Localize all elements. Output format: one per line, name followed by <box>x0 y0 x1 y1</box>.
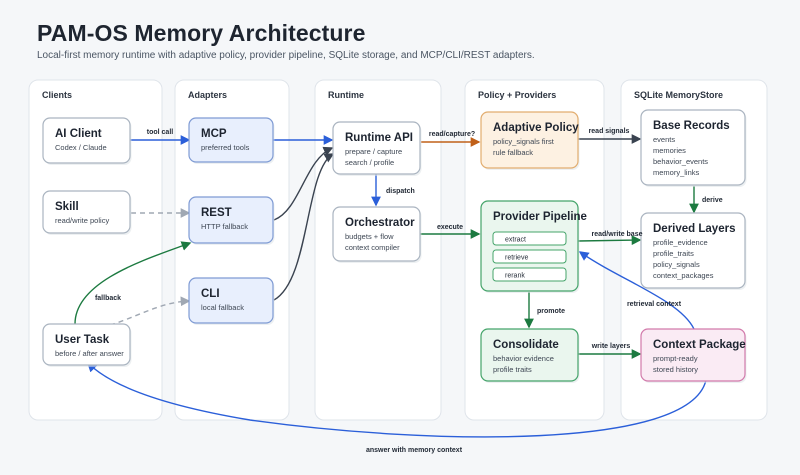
page-title: PAM-OS Memory Architecture <box>37 20 366 46</box>
lane-adapters <box>174 79 290 421</box>
lane-title-adapters: Adapters <box>188 90 227 100</box>
node-line: local fallback <box>201 303 244 312</box>
node-line: Codex / Claude <box>55 143 107 152</box>
edge-user-task-to-cli <box>109 296 191 326</box>
edge-label-dispatch: dispatch <box>386 188 415 195</box>
node-line: profile traits <box>493 365 532 374</box>
node-user-task: User Task before / after answer <box>42 323 132 367</box>
node-title: MCP <box>201 128 227 140</box>
node-derived-layers: Derived Layers profile_evidence profile_tr… <box>640 212 747 290</box>
node-cli: CLI local fallback <box>188 277 275 325</box>
edge-label-derive: derive <box>702 197 723 204</box>
node-title: Runtime API <box>345 132 413 144</box>
node-base-records: Base Records events memories behavior_event… <box>640 109 747 187</box>
edge-label-read-write-base: read/write base <box>592 231 643 238</box>
node-line: profile_traits <box>653 249 694 258</box>
node-box <box>42 190 131 234</box>
page-subtitle: Local-first memory runtime with adaptive… <box>37 50 535 61</box>
node-line: context compiler <box>345 243 400 252</box>
edge-package-retrieval-context <box>578 251 695 330</box>
node-box <box>188 117 274 163</box>
node-rest: REST HTTP fallback <box>188 196 275 245</box>
node-line: behavior_events <box>653 157 708 166</box>
edge-provider-read-write-base <box>577 235 642 246</box>
node-runtime-api: Runtime API prepare / capture search / pro… <box>332 121 422 176</box>
node-box <box>188 277 274 324</box>
node-title: User Task <box>55 334 110 346</box>
pipeline-step-label: rerank <box>505 273 525 280</box>
node-box <box>480 111 579 169</box>
node-title: Adaptive Policy <box>493 122 579 134</box>
node-context-package: Context Package prompt-ready stored histor… <box>640 328 747 383</box>
node-title: AI Client <box>55 128 102 140</box>
node-line: rule fallback <box>493 148 533 157</box>
edge-label-execute: execute <box>437 224 463 231</box>
node-box <box>640 109 746 186</box>
node-adaptive-policy: Adaptive Policy policy_signals first rule … <box>480 111 580 170</box>
node-box <box>42 323 131 366</box>
node-box <box>188 196 274 244</box>
lane-title-runtime: Runtime <box>328 90 364 100</box>
node-box <box>42 117 131 164</box>
node-line: memory_links <box>653 168 700 177</box>
node-provider-pipeline: Provider Pipeline extract retrieve rerank <box>480 200 587 293</box>
node-title: REST <box>201 207 232 219</box>
node-line: context_packages <box>653 271 714 280</box>
node-title: Consolidate <box>493 339 559 351</box>
node-skill: Skill read/write policy <box>42 190 132 235</box>
edge-label-tool-call: tool call <box>147 129 174 136</box>
node-line: before / after answer <box>55 349 124 358</box>
node-box <box>332 206 421 262</box>
node-line: policy_signals first <box>493 137 555 146</box>
edge-label-retrieval-context: retrieval context <box>627 301 682 308</box>
node-box <box>332 121 421 175</box>
node-title: Skill <box>55 201 79 213</box>
edge-package-answer <box>86 361 707 438</box>
node-line: prompt-ready <box>653 354 698 363</box>
node-title: Base Records <box>653 120 730 132</box>
node-box <box>640 328 746 382</box>
node-title: Orchestrator <box>345 217 415 229</box>
node-line: stored history <box>653 365 698 374</box>
node-line: read/write policy <box>55 216 109 225</box>
node-line: memories <box>653 146 686 155</box>
node-title: Context Package <box>653 339 746 351</box>
node-line: events <box>653 135 675 144</box>
node-orchestrator: Orchestrator budgets + flow context compil… <box>332 206 422 263</box>
pipeline-step-label: retrieve <box>505 255 528 262</box>
node-line: behavior evidence <box>493 354 554 363</box>
edge-user-task-fallback-to-rest <box>74 241 192 325</box>
node-line: prepare / capture <box>345 147 402 156</box>
pipeline-step <box>492 231 567 246</box>
lane-title-policy: Policy + Providers <box>478 90 556 100</box>
edge-cli-to-runtime <box>273 153 335 301</box>
pipeline-step <box>492 267 567 282</box>
edge-rest-to-runtime <box>273 146 334 221</box>
node-line: HTTP fallback <box>201 222 248 231</box>
edge-label-read-capture: read/capture? <box>429 131 475 138</box>
node-line: search / profile <box>345 158 394 167</box>
edge-label-promote: promote <box>537 308 565 315</box>
node-consolidate: Consolidate behavior evidence profile trai… <box>480 328 580 383</box>
node-box <box>640 212 746 289</box>
node-line: policy_signals <box>653 260 700 269</box>
lane-title-clients: Clients <box>42 90 72 100</box>
pipeline-step-label: extract <box>505 237 526 244</box>
edge-label-fallback: fallback <box>95 295 121 302</box>
edge-label-read-signals: read signals <box>589 128 630 135</box>
node-line: budgets + flow <box>345 232 394 241</box>
node-title: Derived Layers <box>653 223 735 235</box>
node-box <box>480 328 579 382</box>
node-line: profile_evidence <box>653 238 708 247</box>
node-mcp: MCP preferred tools <box>188 117 275 164</box>
pipeline-step <box>492 249 567 264</box>
lane-title-store: SQLite MemoryStore <box>634 90 723 100</box>
node-line: preferred tools <box>201 143 250 152</box>
edge-label-answer: answer with memory context <box>366 447 463 454</box>
node-title: Provider Pipeline <box>493 211 587 223</box>
edge-label-write-layers: write layers <box>591 343 631 350</box>
node-title: CLI <box>201 288 220 300</box>
